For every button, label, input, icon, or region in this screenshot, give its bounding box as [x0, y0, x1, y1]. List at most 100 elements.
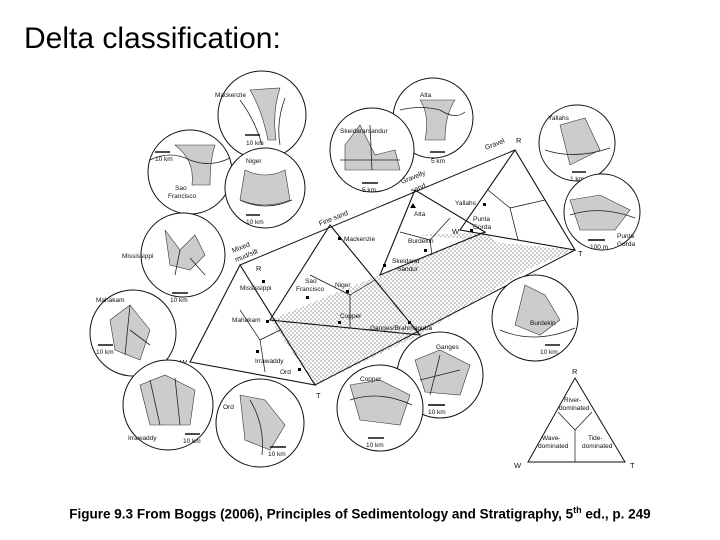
inset-mississippi: Mississippi 10 km — [122, 212, 226, 304]
inset-label-ganges: Ganges — [436, 344, 460, 351]
legend-wave-1: Wave- — [542, 435, 561, 442]
corner-t-main: T — [316, 391, 321, 400]
inset-scale-burdekin: 10 km — [540, 349, 558, 356]
marker-alta — [410, 203, 416, 208]
inset-label-sao: Sao — [175, 185, 187, 192]
inset-niger: Niger 10 km — [224, 147, 306, 229]
inset-yallahs: Yallahs 1 km — [538, 104, 616, 183]
triangle-gravelly-sand — [378, 189, 487, 277]
inset-label-yallahs: Yallahs — [548, 115, 570, 122]
point-label-sao: Sao — [305, 278, 317, 285]
legend-triangle: R W T River- dominated Wave- dominated T… — [514, 367, 635, 470]
inset-scale-sao: 10 km — [155, 156, 173, 163]
marker-skeidarar — [383, 264, 386, 267]
inset-label-burdekin: Burdekin — [530, 320, 556, 327]
dotted-band-3 — [420, 232, 575, 268]
marker-burdekin — [424, 249, 427, 252]
inset-scale-mahakam: 10 km — [96, 349, 114, 356]
inset-scale-yallahs: 1 km — [570, 176, 584, 183]
inset-label-punta: Punta — [617, 233, 634, 240]
marker-sao-francisco — [306, 296, 309, 299]
corner-r-back: R — [516, 136, 522, 145]
legend-river-2: dominated — [559, 405, 590, 412]
point-label-sandur: Sandur — [397, 266, 419, 273]
tri3-inner-a — [399, 231, 431, 241]
corner-w-back: W — [452, 227, 460, 236]
point-label-irrawaddy: Irrawaddy — [255, 358, 284, 365]
inset-label-alta: Alta — [420, 92, 432, 99]
point-label-copper: Copper — [340, 313, 362, 320]
inset-irrawaddy: Irrawaddy 10 km — [122, 359, 214, 451]
marker-mississippi — [262, 280, 265, 283]
dotted-band-2 — [380, 232, 530, 335]
point-label-francisco: Francisco — [296, 286, 325, 293]
tri1-inner-b — [259, 329, 281, 341]
back-edge-bottom — [314, 249, 576, 386]
inset-scale-copper: 10 km — [366, 442, 384, 449]
inset-scale-ord: 10 km — [268, 451, 286, 458]
marker-copper — [338, 321, 341, 324]
figure-caption: Figure 9.3 From Boggs (2006), Principles… — [0, 505, 720, 522]
point-label-ord: Ord — [280, 369, 291, 376]
point-label-alta: Alta — [414, 211, 426, 218]
tri4-inner-a — [487, 189, 511, 209]
inset-label-gorda: Gorda — [617, 241, 635, 248]
legend-tide-1: Tide- — [588, 435, 603, 442]
inset-mahakam: Mahakam 10 km — [89, 289, 177, 377]
tri2-inner-a — [309, 274, 351, 296]
corner-r-main: R — [256, 264, 262, 273]
axis-label-gravelly-sand-2: sand — [410, 183, 427, 195]
tri3-inner-c — [429, 239, 433, 256]
caption-sup: th — [573, 505, 582, 515]
tri1-inner-a — [239, 309, 261, 341]
tri4-inner-c — [509, 207, 519, 241]
inset-scale-mackenzie: 10 km — [246, 140, 264, 147]
inset-scale-ganges: 10 km — [428, 409, 446, 416]
inset-sao-francisco: Sao Francisco 10 km — [147, 129, 233, 215]
point-label-ganges-brahmaputra: Ganges/Brahmaputra — [370, 325, 433, 332]
point-label-mahakam: Mahakam — [232, 317, 261, 324]
tri1-inner-c — [259, 339, 266, 373]
axis-label-gravel: Gravel — [484, 137, 506, 151]
tri2-inner-b — [349, 279, 376, 296]
marker-ganges-brahmaputra — [408, 321, 411, 324]
tri4-inner-b — [509, 199, 546, 209]
legend-wave-2: dominated — [538, 443, 569, 450]
slide-title: Delta classification: — [24, 22, 281, 55]
inset-label-francisco: Francisco — [168, 193, 197, 200]
marker-yallahs — [483, 203, 486, 206]
legend-corner-w: W — [514, 461, 522, 470]
point-label-niger: Niger — [335, 282, 351, 289]
inset-mackenzie: Mackenzie 10 km — [215, 70, 307, 160]
back-edge-top — [239, 149, 516, 266]
point-label-gorda: Gorda — [473, 224, 491, 231]
legend-corner-r: R — [572, 367, 578, 376]
inset-label-irrawaddy: Irrawaddy — [128, 435, 157, 442]
inset-scale-skeidararsandur: 5 km — [362, 187, 376, 194]
classification-prism: Gravel Gravelly sand Fine sand Mixed mud… — [180, 136, 583, 400]
inset-burdekin: Burdekin 10 km — [491, 274, 579, 362]
legend-corner-t: T — [630, 461, 635, 470]
tri3-inner-b — [429, 217, 451, 241]
inset-label-mackenzie: Mackenzie — [215, 92, 246, 99]
inset-scale-punta: 100 m — [590, 244, 608, 251]
marker-niger — [346, 290, 349, 293]
caption-main: Figure 9.3 From Boggs (2006), Principles… — [69, 506, 574, 522]
inset-scale-alta: 5 km — [431, 158, 445, 165]
point-label-punta: Punta — [473, 216, 490, 223]
axis-label-fine-sand: Fine sand — [318, 210, 349, 228]
corner-t-back: T — [578, 249, 583, 258]
inset-label-niger: Niger — [246, 158, 262, 165]
marker-punta-gorda — [470, 229, 473, 232]
inset-scale-niger: 10 km — [246, 219, 264, 226]
point-label-burdekin: Burdekin — [408, 238, 434, 245]
marker-ord — [298, 368, 301, 371]
inset-ord: Ord 10 km — [215, 378, 305, 468]
marker-mahakam — [266, 320, 269, 323]
point-label-mackenzie: Mackenzie — [344, 236, 375, 243]
point-label-yallahs: Yallahs — [455, 200, 477, 207]
inset-label-ord: Ord — [223, 404, 234, 411]
inset-punta-gorda: Punta Gorda 100 m — [563, 173, 641, 251]
marker-mackenzie — [338, 237, 341, 240]
dotted-band-1 — [270, 275, 420, 385]
